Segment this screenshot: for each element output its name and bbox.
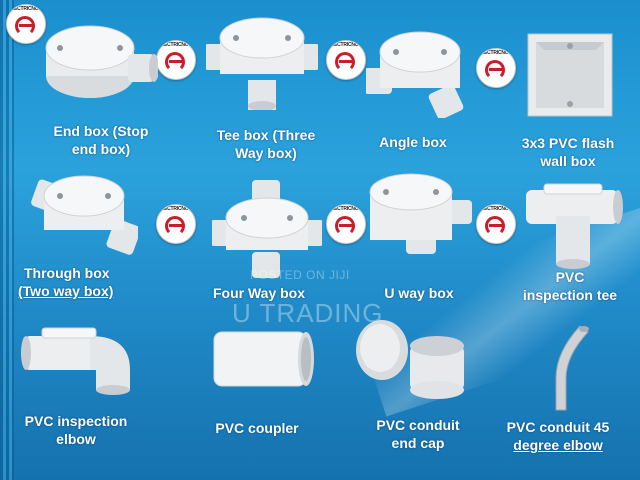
brand-logo-icon: ELECTRICNOLOGY <box>156 40 196 80</box>
inspection-elbow-image <box>21 327 130 395</box>
watermark-text: POSTED ON JIJI <box>250 268 350 282</box>
four-way-box-image <box>212 180 322 278</box>
caption-four-way-box: Four Way box <box>212 285 306 301</box>
caption-elbow-45: PVC conduit 45 degree elbow <box>506 419 610 453</box>
inspection-tee-image <box>526 183 623 269</box>
tee-box-image <box>206 17 318 110</box>
caption-u-way-box: U way box <box>384 285 454 301</box>
brand-logo-icon: ELECTRICNOLOGY <box>476 48 516 88</box>
caption-coupler: PVC coupler <box>215 420 299 436</box>
end-cap-image <box>356 320 464 399</box>
watermark-brand: U TRADING <box>232 298 384 328</box>
coupler-image <box>213 331 314 387</box>
angle-box-image <box>366 31 464 118</box>
brand-logo-icon: ELECTRICNOLOGY <box>326 204 366 244</box>
brand-logo-icon: ELECTRICNOLOGY <box>6 4 46 44</box>
brand-logo-icon: ELECTRICNOLOGY <box>476 204 516 244</box>
through-box-image <box>31 175 138 255</box>
elbow-45-image <box>555 325 589 411</box>
caption-through-box: Through box (Two way box) <box>18 265 114 299</box>
caption-angle-box: Angle box <box>379 134 447 150</box>
u-way-box-image <box>369 173 472 254</box>
end-box-image <box>45 25 158 98</box>
left-stripe-decoration <box>0 0 14 480</box>
brand-logo-icon: ELECTRICNOLOGY <box>326 40 366 80</box>
brand-logo-icon: ELECTRICNOLOGY <box>156 204 196 244</box>
flash-wall-box-image <box>527 33 613 117</box>
